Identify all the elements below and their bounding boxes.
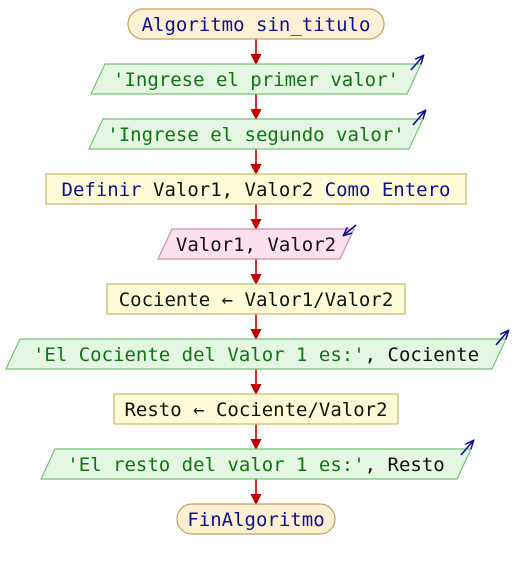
label-segment: Cociente ← Valor1/Valor2 [119, 289, 394, 311]
label-segment: Resto ← Cociente/Valor2 [124, 399, 387, 421]
node-label: Resto ← Cociente/Valor2 [124, 399, 387, 421]
label-segment: 'Ingrese el segundo valor' [107, 124, 404, 146]
label-segment: 'El Cociente del Valor 1 es:' [33, 344, 365, 366]
label-segment: 'El resto del valor 1 es:' [67, 454, 364, 476]
input-shape [157, 228, 355, 260]
node-assign1[interactable]: Cociente ← Valor1/Valor2 [106, 283, 406, 315]
label-segment: , Resto [365, 454, 445, 476]
output-shape [5, 338, 507, 370]
node-assign2[interactable]: Resto ← Cociente/Valor2 [113, 393, 399, 425]
output-arrow-icon [410, 56, 423, 71]
node-out1[interactable]: 'Ingrese el primer valor' [90, 56, 423, 95]
label-segment: Valor1, Valor2 [153, 179, 325, 201]
node-define[interactable]: Definir Valor1, Valor2 Como Entero [45, 173, 467, 205]
label-segment: , Cociente [365, 344, 479, 366]
output-shape [40, 448, 472, 480]
output-arrow-icon [460, 441, 473, 456]
node-label: 'Ingrese el segundo valor' [107, 124, 404, 146]
node-label: Algoritmo sin_titulo [142, 14, 371, 36]
node-label: 'Ingrese el primer valor' [113, 69, 399, 91]
input-arrow-icon [344, 224, 357, 235]
label-segment: Definir [62, 179, 154, 201]
node-start[interactable]: Algoritmo sin_titulo [127, 8, 385, 40]
process-shape [106, 283, 406, 315]
node-label: Definir Valor1, Valor2 Como Entero [62, 179, 451, 201]
node-end[interactable]: FinAlgoritmo [176, 503, 336, 535]
label-segment: 'Ingrese el primer valor' [113, 69, 399, 91]
node-out2[interactable]: 'Ingrese el segundo valor' [88, 111, 425, 150]
terminal-shape [127, 8, 385, 40]
node-label: FinAlgoritmo [187, 509, 324, 531]
terminal-shape [176, 503, 336, 535]
node-label: Cociente ← Valor1/Valor2 [119, 289, 394, 311]
node-out4[interactable]: 'El resto del valor 1 es:', Resto [40, 441, 473, 480]
label-segment: FinAlgoritmo [187, 509, 324, 531]
nodes: Algoritmo sin_titulo 'Ingrese el primer v… [5, 8, 508, 535]
node-label: 'El Cociente del Valor 1 es:', Cociente [33, 344, 479, 366]
label-segment: Como Entero [325, 179, 451, 201]
process-shape [45, 173, 467, 205]
process-shape [113, 393, 399, 425]
output-arrow-icon [412, 111, 425, 126]
output-shape [88, 118, 424, 150]
output-shape [90, 63, 422, 95]
label-segment: Algoritmo sin_titulo [142, 14, 371, 36]
node-out3[interactable]: 'El Cociente del Valor 1 es:', Cociente [5, 331, 508, 370]
node-read[interactable]: Valor1, Valor2 [157, 224, 357, 260]
node-label: 'El resto del valor 1 es:', Resto [67, 454, 445, 476]
output-arrow-icon [495, 331, 508, 346]
node-label: Valor1, Valor2 [176, 234, 336, 256]
label-segment: Valor1, Valor2 [176, 234, 336, 256]
